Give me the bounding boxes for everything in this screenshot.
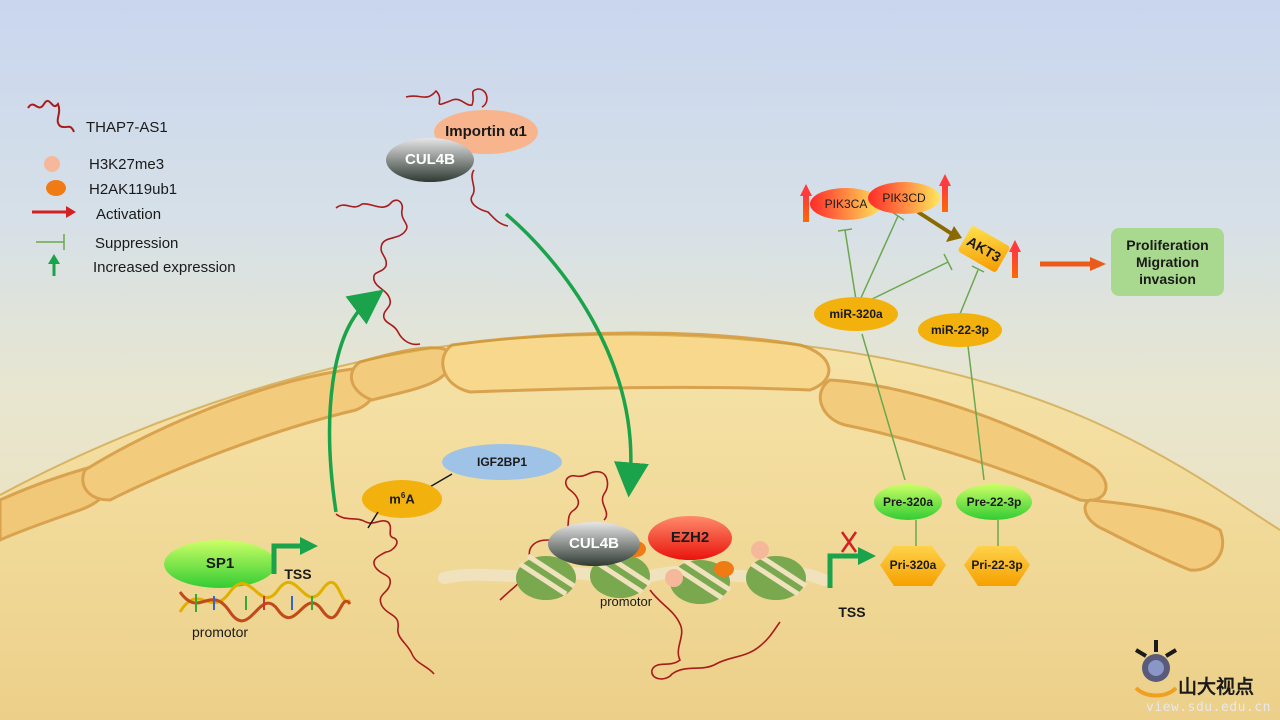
outcome-box: Proliferation Migration invasion <box>1111 228 1224 296</box>
legend-h3k27me3-label: H3K27me3 <box>89 156 165 173</box>
h2ak119ub1-legend-icon <box>46 180 66 196</box>
ezh2-node <box>648 516 732 560</box>
pik3cd-node <box>868 182 940 214</box>
block-x-icon <box>840 531 858 553</box>
tss-mid-label: TSS <box>838 604 866 620</box>
logo-emblem-icon <box>1134 640 1178 698</box>
h3k27me3-legend-icon <box>44 156 60 172</box>
mir22-node <box>918 313 1002 347</box>
pre320a-node <box>874 484 942 520</box>
legend-suppression-label: Suppression <box>95 235 179 252</box>
increased-expression-arrows <box>800 174 1021 278</box>
export-arrow <box>327 289 384 513</box>
tss-left-label: TSS <box>284 566 312 582</box>
mir22-label: miR-22-3p <box>930 323 989 337</box>
pik3cd-label: PIK3CD <box>882 191 926 205</box>
mir320a-node <box>814 297 898 331</box>
akt3-node <box>958 226 1010 272</box>
h2ak119ub1-mark <box>714 561 734 577</box>
pre320a-label: Pre-320a <box>882 495 934 509</box>
suppression-lines <box>837 211 999 548</box>
h3k27me3-mark <box>665 569 683 587</box>
pri22-label: Pri-22-3p <box>971 558 1023 572</box>
pik3ca-node <box>810 188 882 220</box>
importin-label: Importin α1 <box>445 123 527 140</box>
cul4b-nuc-node <box>548 522 640 566</box>
legend-h2ak119ub1-label: H2AK119ub1 <box>89 181 178 198</box>
lncrna-strand-top <box>405 88 509 227</box>
igf2bp1-label: IGF2BP1 <box>476 455 527 469</box>
mir320a-label: miR-320a <box>829 307 883 321</box>
lncrna-strand-nuclear <box>335 513 435 675</box>
h3k27me3-mark <box>751 541 769 559</box>
legend-lncrna-label: THAP7-AS1 <box>86 119 168 136</box>
pik3ca-label: PIK3CA <box>824 197 868 211</box>
import-arrow <box>504 212 649 498</box>
nucleus <box>0 331 1280 720</box>
logo-name: 山大视点 <box>1178 676 1255 698</box>
sp1-label: SP1 <box>205 555 235 572</box>
legend <box>27 99 76 276</box>
pri22-node <box>964 546 1030 586</box>
pre22-node <box>956 484 1032 520</box>
lncrna-legend-icon <box>27 99 75 133</box>
importin-node <box>434 110 538 154</box>
legend-increased-label: Increased expression <box>93 259 236 276</box>
sp1-node <box>164 540 276 588</box>
tss-left-arrow <box>271 543 302 574</box>
tss-mid-arrow <box>827 553 860 588</box>
legend-activation-label: Activation <box>96 206 162 223</box>
pre22-label: Pre-22-3p <box>966 495 1022 509</box>
igf2bp1-node <box>442 444 562 480</box>
promoter-left-label: promotor <box>192 624 249 640</box>
promoter-mid-label: promotor <box>600 594 653 609</box>
outcome-migration: Migration <box>1136 253 1199 270</box>
outcome-invasion: invasion <box>1139 270 1196 287</box>
cul4b-top-label: CUL4B <box>404 151 455 168</box>
outcome-proliferation: Proliferation <box>1126 236 1209 253</box>
pri320a-label: Pri-320a <box>889 558 937 572</box>
m6a-label: m6A <box>389 491 415 507</box>
pri320a-node <box>880 546 946 586</box>
lncrna-strand-exported <box>335 199 421 346</box>
ezh2-label: EZH2 <box>670 529 710 546</box>
pik3-to-akt3-arrow <box>916 210 954 236</box>
cul4b-top-node <box>386 138 474 182</box>
dna-helix <box>178 580 352 623</box>
logo-url: view.sdu.edu.cn <box>1146 700 1271 715</box>
m6a-node <box>362 480 442 518</box>
cul4b-nuc-label: CUL4B <box>568 535 619 552</box>
